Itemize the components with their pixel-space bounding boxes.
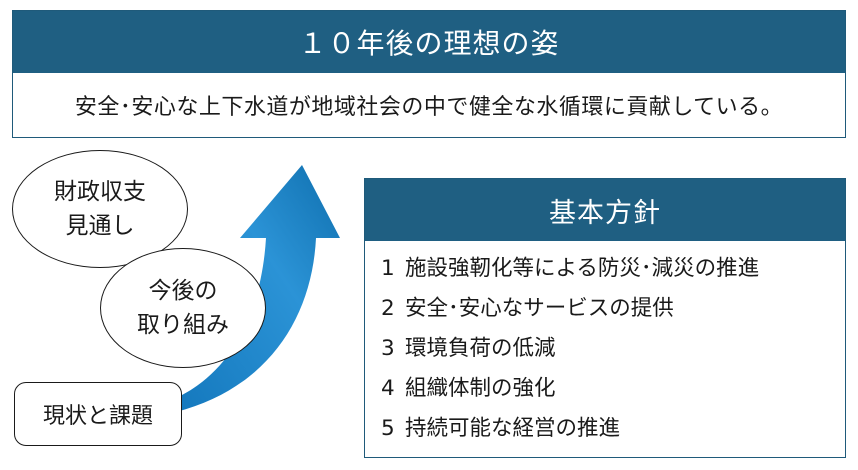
basic-policy-list: 1 施設強靭化等による防災･減災の推進 2 安全･安心なサービスの提供 3 環境… bbox=[365, 241, 845, 449]
future-initiatives-line2: 取り組み bbox=[137, 312, 229, 338]
policy-item-number: 3 bbox=[381, 336, 395, 361]
policy-item: 1 施設強靭化等による防災･減災の推進 bbox=[381, 249, 845, 289]
finance-outlook-line2: 見通し bbox=[65, 213, 135, 239]
current-issues-label: 現状と課題 bbox=[42, 404, 153, 429]
policy-item-text: 施設強靭化等による防災･減災の推進 bbox=[405, 256, 760, 281]
vision-statement: 安全･安心な上下水道が地域社会の中で健全な水循環に貢献している。 bbox=[74, 95, 784, 120]
policy-item-number: 5 bbox=[381, 416, 395, 441]
policy-item-number: 4 bbox=[381, 376, 395, 401]
policy-item-text: 持続可能な経営の推進 bbox=[405, 416, 621, 441]
finance-outlook-ellipse: 財政収支 見通し bbox=[12, 150, 188, 268]
vision-box: １０年後の理想の姿 安全･安心な上下水道が地域社会の中で健全な水循環に貢献してい… bbox=[12, 10, 846, 138]
policy-item: 3 環境負荷の低減 bbox=[381, 329, 845, 369]
future-initiatives-ellipse: 今後の 取り組み bbox=[100, 248, 266, 368]
finance-outlook-line1: 財政収支 bbox=[54, 179, 146, 205]
policy-item-text: 安全･安心なサービスの提供 bbox=[405, 296, 674, 321]
policy-item-number: 2 bbox=[381, 296, 395, 321]
policy-item: 2 安全･安心なサービスの提供 bbox=[381, 289, 845, 329]
policy-item-text: 組織体制の強化 bbox=[405, 376, 556, 401]
vision-title: １０年後の理想の姿 bbox=[13, 11, 845, 73]
policy-item: 5 持続可能な経営の推進 bbox=[381, 409, 845, 449]
basic-policy-box: 基本方針 1 施設強靭化等による防災･減災の推進 2 安全･安心なサービスの提供… bbox=[364, 178, 846, 458]
policy-item-number: 1 bbox=[381, 256, 395, 281]
policy-item-text: 環境負荷の低減 bbox=[405, 336, 556, 361]
future-initiatives-line1: 今後の bbox=[148, 278, 218, 304]
policy-item: 4 組織体制の強化 bbox=[381, 369, 845, 409]
current-issues-box: 現状と課題 bbox=[14, 382, 182, 446]
basic-policy-title: 基本方針 bbox=[365, 179, 845, 241]
